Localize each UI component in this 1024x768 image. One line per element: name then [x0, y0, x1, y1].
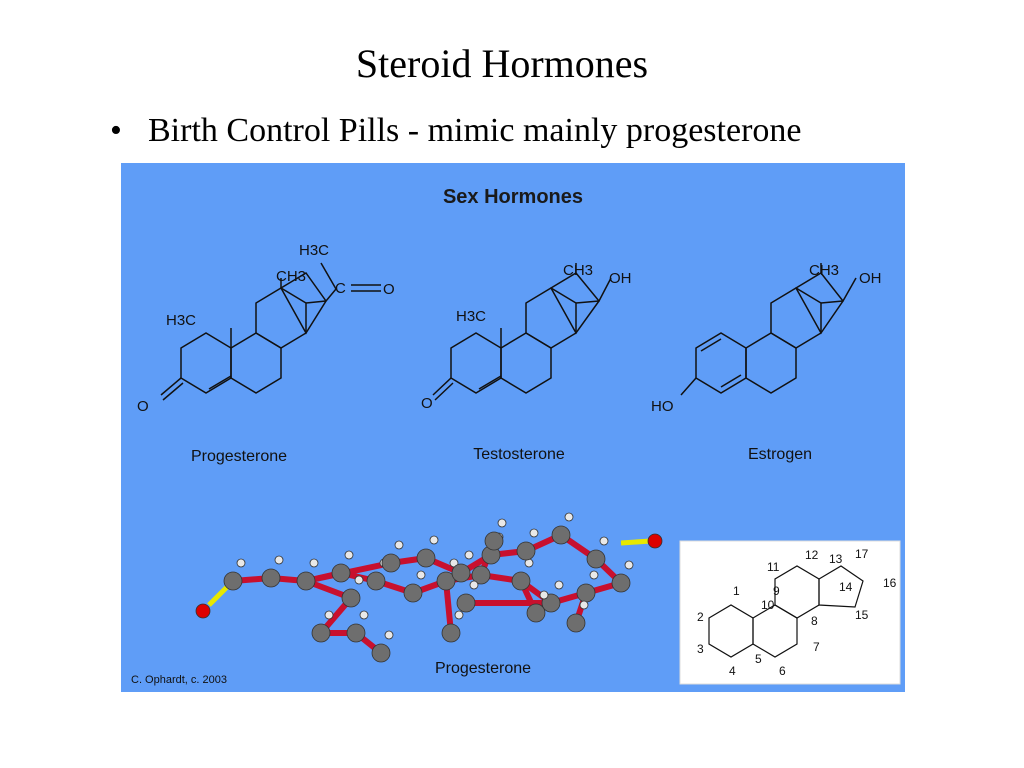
model-hydrogen-atom	[564, 512, 574, 522]
model-carbon-atom	[341, 588, 361, 608]
estrogen-ch3-label: CH3	[809, 262, 839, 279]
ring-number-label: 7	[813, 640, 820, 654]
ring-number-label: 1	[733, 584, 740, 598]
progesterone-acetyl-o-label: O	[383, 281, 395, 298]
model-hydrogen-atom	[309, 558, 319, 568]
testosterone-structure	[432, 263, 612, 401]
ring-number-label: 3	[697, 642, 704, 656]
model-carbon-atom	[451, 563, 471, 583]
model-caption: Progesterone	[435, 660, 531, 677]
ring-number-label: 4	[729, 664, 736, 678]
model-carbon-atom	[484, 531, 504, 551]
model-hydrogen-atom	[589, 570, 599, 580]
ring-number-label: 15	[855, 608, 869, 622]
model-carbon-atom	[403, 583, 423, 603]
model-carbon-atom	[371, 643, 391, 663]
model-hydrogen-atom	[359, 610, 369, 620]
testosterone-name: Testosterone	[473, 446, 565, 463]
progesterone-acetyl-c-label: C	[335, 280, 346, 297]
model-carbon-atom	[223, 571, 243, 591]
progesterone-acetyl-h3c-label: H3C	[299, 242, 329, 259]
ring-number-label: 2	[697, 610, 704, 624]
model-carbon-atom	[311, 623, 331, 643]
model-carbon-atom	[441, 623, 461, 643]
model-carbon-atom	[346, 623, 366, 643]
model-hydrogen-atom	[624, 560, 634, 570]
model-hydrogen-atom	[429, 535, 439, 545]
model-carbon-atom	[381, 553, 401, 573]
model-carbon-atom	[611, 573, 631, 593]
testosterone-oh-label: OH	[609, 270, 632, 287]
estrogen-name: Estrogen	[748, 446, 812, 463]
model-hydrogen-atom	[394, 540, 404, 550]
model-hydrogen-atom	[554, 580, 564, 590]
model-carbon-atom	[576, 583, 596, 603]
figure-heading: Sex Hormones	[443, 186, 583, 208]
model-carbon-atom	[331, 563, 351, 583]
model-carbon-atom	[261, 568, 281, 588]
model-hydrogen-atom	[236, 558, 246, 568]
model-hydrogen-atom	[579, 600, 589, 610]
progesterone-h3c-label: H3C	[166, 312, 196, 329]
model-double-bond	[620, 538, 652, 546]
model-hydrogen-atom	[354, 575, 364, 585]
ring-number-label: 14	[839, 580, 853, 594]
ring-number-label: 16	[883, 576, 897, 590]
model-carbon-atom	[436, 571, 456, 591]
ring-number-label: 10	[761, 598, 775, 612]
model-carbon-atom	[296, 571, 316, 591]
testosterone-ketone-o-label: O	[421, 395, 433, 412]
model-carbon-atom	[366, 571, 386, 591]
ring-number-label: 11	[767, 560, 780, 574]
model-hydrogen-atom	[454, 610, 464, 620]
model-oxygen-atom	[195, 603, 211, 619]
model-hydrogen-atom	[469, 580, 479, 590]
model-hydrogen-atom	[274, 555, 284, 565]
credit-text: C. Ophardt, c. 2003	[131, 674, 227, 686]
model-carbon-atom	[551, 525, 571, 545]
slide-title: Steroid Hormones	[355, 41, 649, 86]
figure-canvas: Sex Hormones CH3 H3C H3C C O O Progester…	[121, 163, 905, 692]
model-hydrogen-atom	[497, 518, 507, 528]
progesterone-ketone-o-label: O	[137, 398, 149, 415]
testosterone-ch3-label: CH3	[563, 262, 593, 279]
model-hydrogen-atom	[344, 550, 354, 560]
model-carbon-atom	[586, 549, 606, 569]
ring-number-label: 9	[773, 584, 780, 598]
ring-number-label: 8	[811, 614, 818, 628]
ring-number-label: 5	[755, 652, 762, 666]
model-hydrogen-atom	[324, 610, 334, 620]
progesterone-3d-model	[195, 512, 663, 663]
progesterone-name: Progesterone	[191, 448, 287, 465]
ring-number-label: 17	[855, 547, 869, 561]
bullet-dot: •	[110, 112, 122, 149]
model-carbon-atom	[526, 603, 546, 623]
estrogen-ho-label: HO	[651, 398, 674, 415]
sex-hormones-figure: Sex Hormones CH3 H3C H3C C O O Progester…	[121, 163, 905, 692]
ring-number-label: 12	[805, 548, 819, 562]
model-hydrogen-atom	[464, 550, 474, 560]
model-carbon-atom	[566, 613, 586, 633]
bullet-text: Birth Control Pills - mimic mainly proge…	[148, 112, 802, 149]
ring-number-label: 6	[779, 664, 786, 678]
estrogen-structure	[680, 263, 857, 396]
model-hydrogen-atom	[416, 570, 426, 580]
estrogen-oh-label: OH	[859, 270, 882, 287]
model-carbon-atom	[516, 541, 536, 561]
model-carbon-atom	[511, 571, 531, 591]
model-hydrogen-atom	[539, 590, 549, 600]
testosterone-h3c-label: H3C	[456, 308, 486, 325]
progesterone-structure	[160, 262, 381, 401]
model-carbon-atom	[416, 548, 436, 568]
model-oxygen-atom	[647, 533, 663, 549]
model-carbon-atom	[471, 565, 491, 585]
model-hydrogen-atom	[384, 630, 394, 640]
bullet-item: • Birth Control Pills - mimic mainly prog…	[110, 112, 802, 150]
model-hydrogen-atom	[599, 536, 609, 546]
model-hydrogen-atom	[529, 528, 539, 538]
progesterone-ch3-label: CH3	[276, 268, 306, 285]
ring-number-label: 13	[829, 552, 843, 566]
model-carbon-atom	[456, 593, 476, 613]
